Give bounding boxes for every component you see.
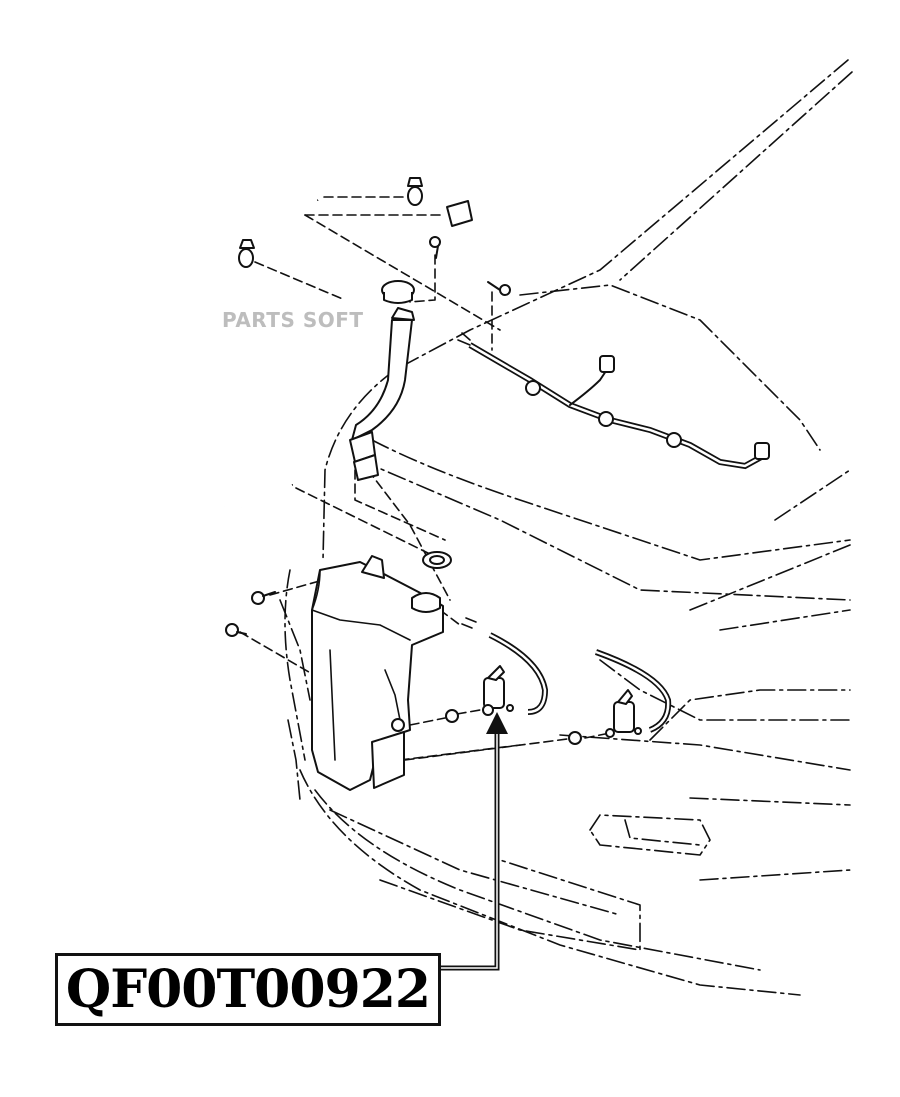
leader-lines [239,196,611,761]
part-number-label: QF00T00922 [55,953,441,1026]
hose-clips [238,177,511,296]
filler-neck [349,280,415,481]
watermark-text: PARTS SOFT [222,308,364,332]
bolts [225,591,276,637]
grommet [422,551,452,569]
washer-pump-2 [568,689,642,745]
pump-hoses [461,617,672,733]
hood-nozzle-hose [457,332,770,470]
washer-hose [199,188,385,508]
car-body-outline [279,59,853,996]
washer-reservoir [311,555,444,791]
part-number-text: QF00T00922 [65,959,431,1020]
callout-arrow [441,712,508,971]
washer-pump-1 [445,665,514,723]
